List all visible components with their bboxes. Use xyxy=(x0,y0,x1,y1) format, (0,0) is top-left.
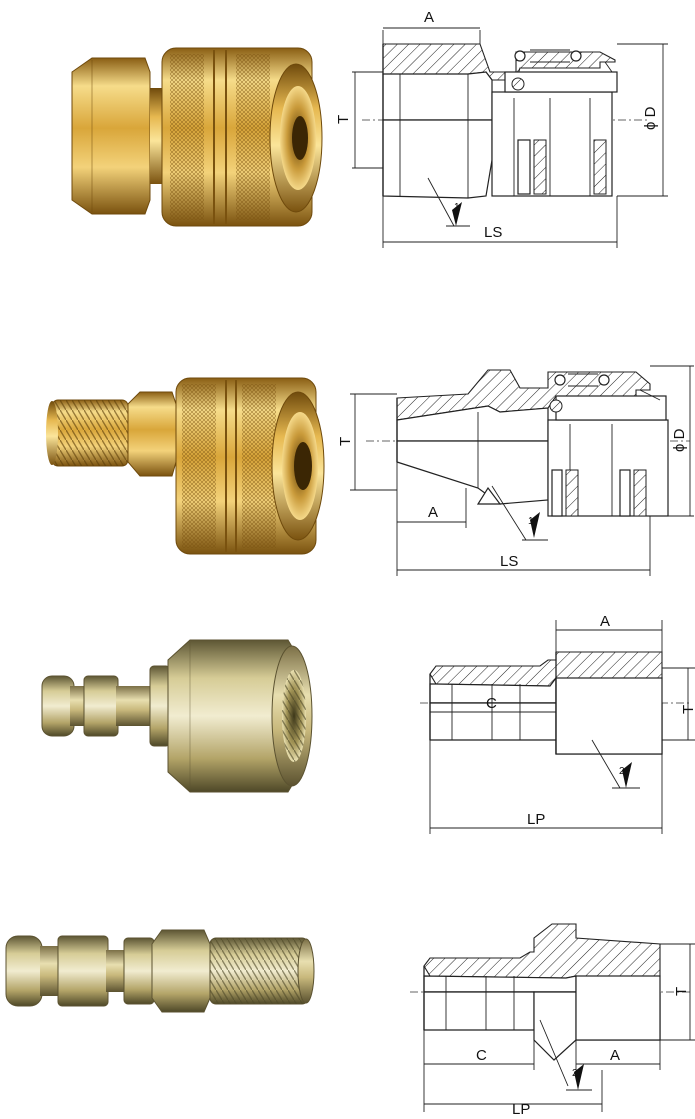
figure-plug-male-thread: T C A LP 2 xyxy=(5,923,695,1118)
photo-plug-female-thread xyxy=(41,639,313,793)
callout-number: 2 xyxy=(572,1068,578,1079)
photo-coupler-male-thread xyxy=(46,377,325,555)
dim-lp-label: LP xyxy=(527,811,545,828)
weld-symbol-icon xyxy=(530,512,540,538)
dim-a-label: A xyxy=(428,504,438,521)
dim-d-label: ϕ D xyxy=(671,428,688,452)
dim-c-label: C xyxy=(476,1047,487,1064)
dim-t-label: T xyxy=(337,437,354,446)
dim-lp-label: LP xyxy=(512,1101,530,1118)
callout-number: 2 xyxy=(619,766,625,777)
dim-ls-label: LS xyxy=(500,553,518,570)
callout-number: 1 xyxy=(454,202,460,213)
dim-c-label: C xyxy=(486,695,497,712)
drawing-plug-male-thread: T C A LP 2 xyxy=(410,923,695,1118)
dim-t-label: T xyxy=(335,115,352,124)
dim-t-label: T xyxy=(673,987,690,996)
dim-ls-label: LS xyxy=(484,224,502,241)
drawing-coupler-female-thread: A T ϕ D LS 1 xyxy=(335,9,668,248)
dim-t-label: T xyxy=(680,705,695,714)
drawing-plug-female-thread: A T C LP 2 xyxy=(420,613,695,834)
figure-plug-female-thread: A T C LP 2 xyxy=(41,613,695,834)
dim-a-label: A xyxy=(610,1047,620,1064)
figure-coupler-female-thread: A T ϕ D LS 1 xyxy=(71,9,668,248)
weld-symbol-icon xyxy=(452,202,462,226)
callout-number: 1 xyxy=(528,516,534,527)
dim-d-label: ϕ D xyxy=(642,106,659,130)
dim-a-label: A xyxy=(424,9,434,26)
figure-coupler-male-thread: T ϕ D A LS 1 xyxy=(46,365,694,576)
photo-coupler-female-thread xyxy=(71,47,323,227)
weld-symbol-icon xyxy=(574,1064,584,1090)
drawing-coupler-male-thread: T ϕ D A LS 1 xyxy=(337,365,694,576)
dim-a-label: A xyxy=(600,613,610,630)
weld-symbol-icon xyxy=(622,762,632,788)
photo-plug-male-thread xyxy=(5,929,315,1013)
